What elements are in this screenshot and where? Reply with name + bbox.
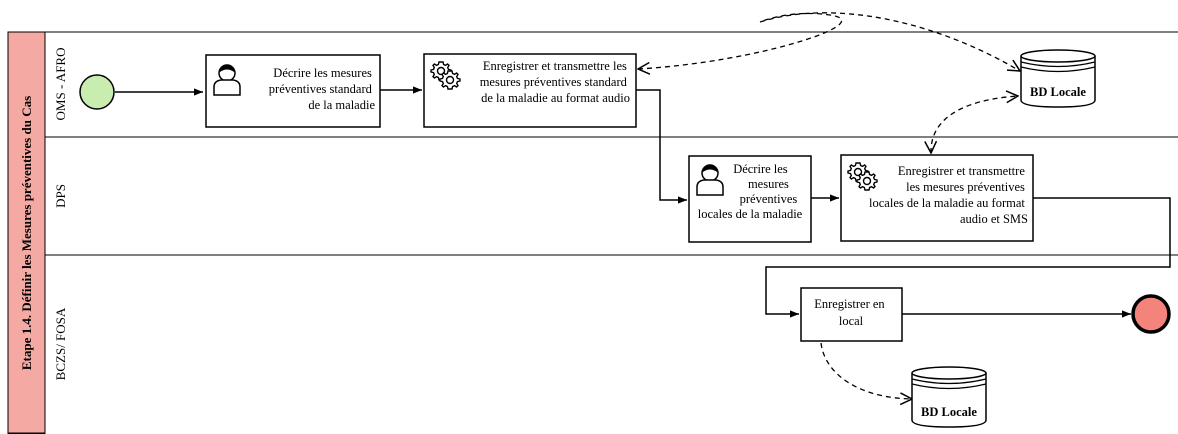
assoc-t4-db1 <box>931 96 1018 153</box>
datastore-bd-locale-2[interactable]: BD Locale <box>911 366 987 428</box>
datastore-label: BD Locale <box>1030 85 1086 99</box>
assoc-t5-db2 <box>820 342 912 399</box>
task-label-line: les mesures préventives <box>906 180 1025 194</box>
task-label-line: audio et SMS <box>960 212 1028 226</box>
datastore-bd-locale-1[interactable]: BD Locale <box>1020 49 1096 108</box>
gear-icon <box>847 162 878 191</box>
task-label-line: Enregistrer en <box>814 297 885 311</box>
flow-t2-to-t3 <box>636 89 687 204</box>
assoc-t2-db1 <box>638 12 1020 71</box>
datastore-label: BD Locale <box>921 405 977 419</box>
task-describe-local[interactable]: Décrire les mesures préventives locales … <box>688 155 812 243</box>
pool-header: Etape 1.4. Définir les Mesures préventiv… <box>7 31 46 434</box>
user-icon <box>696 164 724 196</box>
gear-icon <box>430 61 461 90</box>
task-label-line: préventives <box>740 192 798 206</box>
task-record-transmit-local[interactable]: Enregistrer et transmettre les mesures p… <box>840 154 1034 242</box>
task-label-line: mesures <box>748 177 789 191</box>
task-describe-standard[interactable]: Décrire les mesures préventives standard… <box>205 54 381 128</box>
data-associations <box>638 12 1020 399</box>
task-label-line: de la maladie <box>308 98 375 112</box>
task-label-line: Enregistrer et transmettre les <box>483 59 627 73</box>
task-label-line: préventives standard <box>269 82 373 96</box>
pool-label: Etape 1.4. Définir les Mesures préventiv… <box>19 96 34 370</box>
task-label: Enregistrer en local <box>814 297 888 328</box>
swimlanes: OMS - AFRO DPS BCZS/ FOSA <box>8 31 1178 434</box>
start-event[interactable] <box>79 74 115 110</box>
flow-t4-to-t5 <box>765 197 1171 318</box>
task-label-line: Décrire les <box>733 162 788 176</box>
task-label: Décrire les mesures préventives standard… <box>269 66 376 112</box>
task-label-line: mesures préventives standard <box>480 75 628 89</box>
task-label-line: locales de la maladie <box>698 207 803 221</box>
lane-label-oms: OMS - AFRO <box>53 48 68 121</box>
task-label: Enregistrer et transmettre les mesures p… <box>480 59 630 105</box>
user-icon <box>213 64 241 96</box>
task-record-transmit-standard[interactable]: Enregistrer et transmettre les mesures p… <box>423 53 637 128</box>
task-label-line: locales de la maladie au format <box>869 196 1025 210</box>
end-event[interactable] <box>1131 294 1171 334</box>
lane-label-bczs: BCZS/ FOSA <box>53 307 68 380</box>
sequence-flows <box>115 86 1171 318</box>
task-label-line: de la maladie au format audio <box>481 91 630 105</box>
task-label: Enregistrer et transmettre les mesures p… <box>869 164 1028 226</box>
task-save-local[interactable]: Enregistrer en local <box>800 287 903 342</box>
task-label: Décrire les mesures préventives locales … <box>698 162 803 221</box>
task-label-line: Enregistrer et transmettre <box>898 164 1025 178</box>
task-label-line: local <box>839 314 864 328</box>
task-label-line: Décrire les mesures <box>273 66 372 80</box>
lane-label-dps: DPS <box>53 184 68 208</box>
